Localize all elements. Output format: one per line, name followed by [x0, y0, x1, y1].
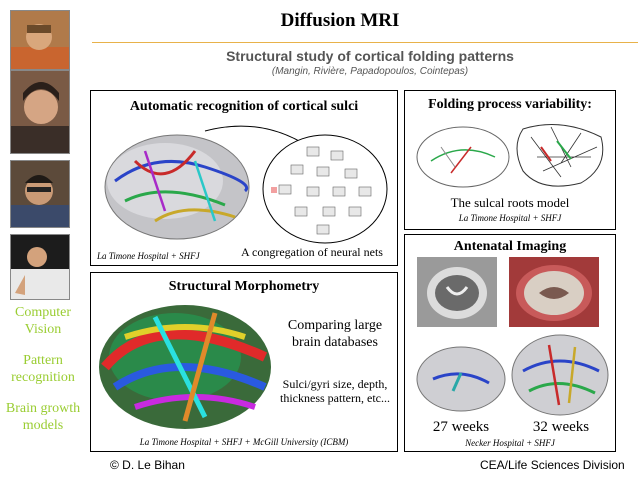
authors-line: (Mangin, Rivière, Papadopoulos, Cointepa… — [271, 66, 469, 77]
panel-morphometry-title: Structural Morphometry — [168, 279, 320, 294]
panel-sulci-title: Automatic recognition of cortical sulci — [129, 99, 359, 114]
panel-antenatal-credit: Necker Hospital + SHFJ — [465, 438, 555, 448]
title-divider — [92, 42, 638, 43]
sidebar: Computer Vision Pattern recognition Brai… — [0, 0, 86, 480]
panel-folding-title: Folding process variability: — [428, 97, 592, 112]
portrait-photo-1 — [10, 10, 70, 70]
fetal-cortex-27-weeks-image — [416, 346, 506, 412]
fetal-mri-grayscale-image — [417, 257, 497, 327]
footer-organization: CEA/Life Sciences Division — [480, 458, 625, 472]
panel-antenatal-title: Antenatal Imaging — [453, 239, 567, 254]
panel-sulci-credit: La Timone Hospital + SHFJ — [97, 251, 200, 261]
sulci-brain-illustration — [104, 125, 388, 244]
sidebar-label-computer-vision: Computer Vision — [15, 305, 71, 337]
panel-morphometry-text2: Sulci/gyri size, depth, thickness patter… — [280, 377, 390, 405]
portrait-photo-4 — [10, 234, 70, 300]
panel-folding-credit: La Timone Hospital + SHFJ — [458, 213, 562, 223]
panel-structural-morphometry: Structural Morphometry Comparing large b… — [90, 272, 398, 452]
antenatal-label-32-weeks: 32 weeks — [532, 419, 590, 435]
sulcal-roots-diagram — [416, 124, 604, 188]
panel-morphometry-text1: Comparing large brain databases — [287, 318, 383, 350]
panel-antenatal-imaging: Antenatal Imaging 27 weeks 32 weeks Neck… — [404, 234, 616, 452]
portrait-photo-2 — [10, 70, 70, 154]
panel-morphometry-credit: La Timone Hospital + SHFJ + McGill Unive… — [139, 437, 349, 447]
page-title: Diffusion MRI — [280, 10, 400, 31]
panel-folding-variability: Folding process variability: The sulcal … — [404, 90, 616, 230]
panel-sulci-caption: A congregation of neural nets — [241, 245, 383, 259]
page-subtitle: Structural study of cortical folding pat… — [226, 48, 514, 64]
portrait-photo-3 — [10, 160, 70, 228]
sidebar-label-pattern-recognition: Pattern recognition — [11, 353, 75, 385]
footer-copyright: © D. Le Bihan — [110, 458, 185, 472]
fiber-tract-brain-image — [99, 305, 271, 429]
panel-folding-caption: The sulcal roots model — [450, 195, 570, 210]
antenatal-label-27-weeks: 27 weeks — [432, 419, 490, 435]
fetal-mri-color-image — [509, 257, 599, 327]
sidebar-label-brain-growth-models: Brain growth models — [5, 401, 81, 433]
fetal-cortex-32-weeks-image — [511, 334, 609, 416]
panel-sulci-recognition: Automatic recognition of cortical sulci … — [90, 90, 398, 266]
